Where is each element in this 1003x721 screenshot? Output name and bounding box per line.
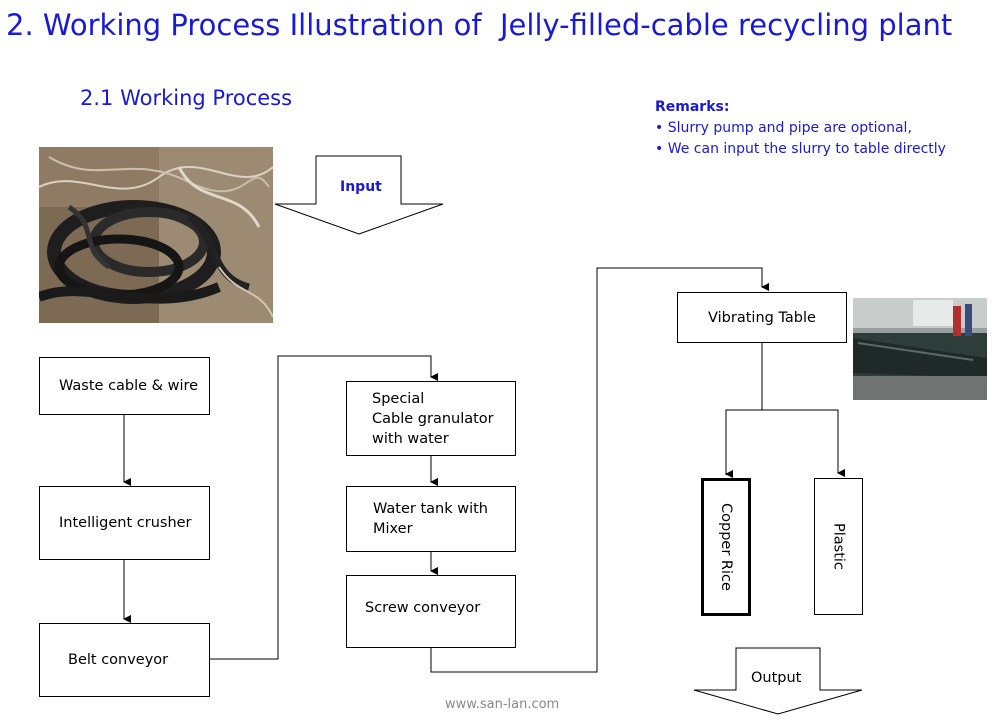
step-vibrating-table: Vibrating Table	[677, 292, 847, 343]
step-belt-conveyor: Belt conveyor	[39, 623, 210, 697]
input-arrow-shape	[274, 155, 444, 235]
step-waste-cable-label: Waste cable & wire	[59, 378, 199, 394]
step-cable-granulator: Special Cable granulator with water	[346, 381, 516, 456]
remarks-heading: Remarks:	[655, 99, 730, 115]
output-plastic-label: Plastic	[830, 523, 847, 570]
waste-cable-photo	[39, 147, 273, 323]
step-belt-conveyor-label: Belt conveyor	[68, 652, 169, 668]
output-copper-rice: Copper Rice	[701, 478, 751, 616]
remarks-line-2: • We can input the slurry to table direc…	[655, 141, 946, 157]
step-vibrating-table-label: Vibrating Table	[708, 309, 816, 326]
remarks-line-1: • Slurry pump and pipe are optional,	[655, 120, 912, 136]
step-intelligent-crusher: Intelligent crusher	[39, 486, 210, 560]
step-screw-conveyor-label: Screw conveyor	[365, 600, 481, 616]
table-split-branch	[725, 409, 839, 475]
website-footer: www.san-lan.com	[445, 697, 560, 712]
remarks-block: Remarks: • Slurry pump and pipe are opti…	[655, 97, 946, 160]
input-label: Input	[340, 179, 382, 195]
output-arrow-shape	[693, 647, 863, 715]
step-screw-conveyor: Screw conveyor	[346, 575, 516, 648]
step-water-tank: Water tank with Mixer	[346, 486, 516, 552]
output-label: Output	[751, 670, 802, 686]
step-water-tank-label: Water tank with Mixer	[373, 501, 489, 537]
output-copper-rice-label: Copper Rice	[718, 503, 734, 591]
section-subtitle: 2.1 Working Process	[80, 86, 293, 110]
step-cable-granulator-label: Special Cable granulator with water	[372, 390, 494, 447]
arrow-screw-to-table	[430, 267, 769, 673]
step-intelligent-crusher-label: Intelligent crusher	[59, 515, 192, 531]
step-waste-cable: Waste cable & wire	[39, 357, 210, 415]
output-plastic: Plastic	[814, 478, 863, 615]
page-title: 2. Working Process Illustration of Jelly…	[6, 8, 953, 42]
vibrating-table-photo	[853, 298, 987, 400]
arrow-belt-to-granulator	[210, 355, 438, 660]
